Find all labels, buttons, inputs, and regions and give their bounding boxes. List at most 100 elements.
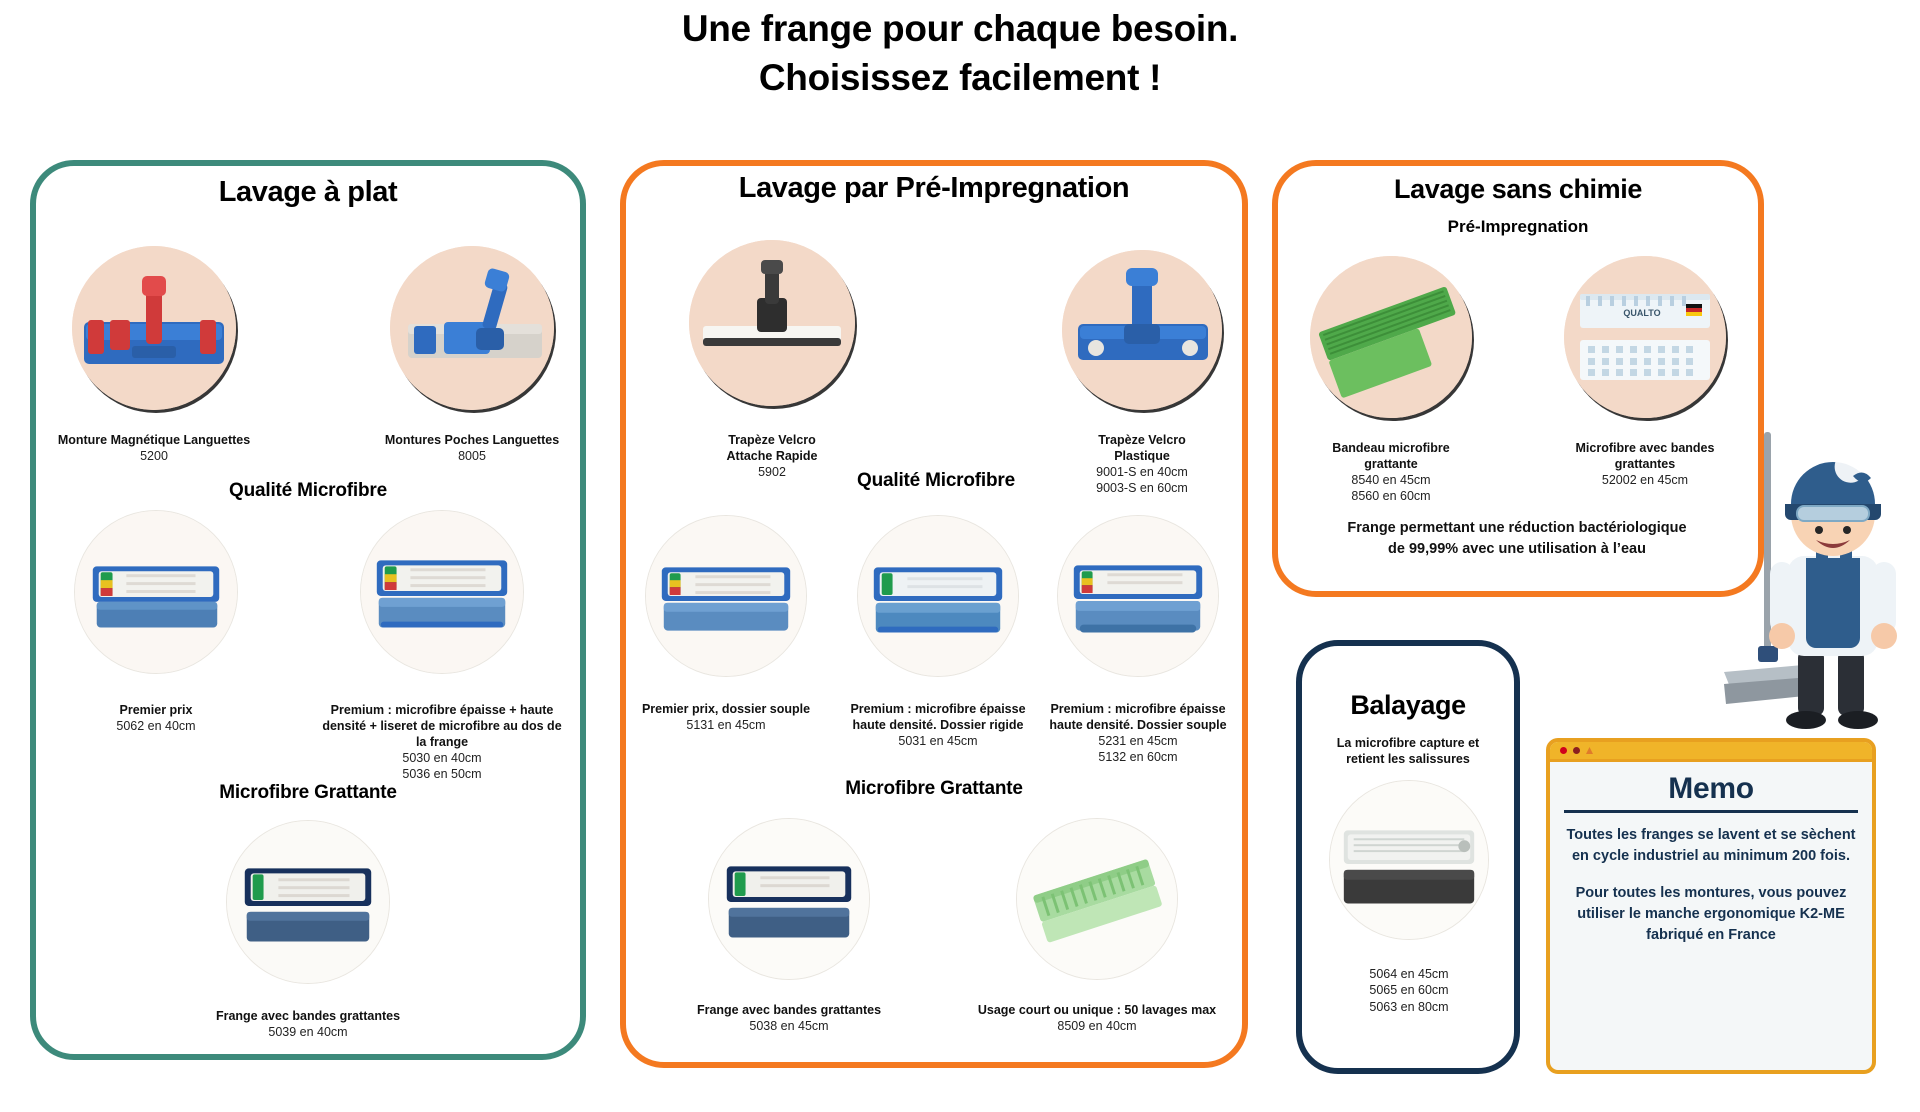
product-cell-bandeau-microfibre[interactable]: Bandeau microfibre grattante 8540 en 45c… — [1286, 256, 1496, 505]
product-code-alt: 8560 en 60cm — [1351, 489, 1431, 504]
product-code-alt: 5036 en 50cm — [402, 767, 482, 782]
section-pre-grattante-wrap: Microfibre Grattante — [620, 778, 1248, 800]
panel-nochem-heading-wrap: Lavage sans chimie Pré-Impregnation — [1272, 174, 1764, 237]
panel-balayage-heading: Balayage — [1350, 690, 1466, 720]
product-code-alt: 9003-S en 60cm — [1096, 481, 1188, 496]
section-flat-qualite-microfibre-wrap: Qualité Microfibre — [30, 480, 586, 502]
page-title: Une frange pour chaque besoin. Choisisse… — [0, 4, 1920, 102]
section-flat-qualite-microfibre: Qualité Microfibre — [229, 480, 387, 501]
product-name: Premier prix, dossier souple — [641, 702, 811, 716]
product-photo-frange-grattante-pre — [708, 818, 870, 980]
product-code: 5200 — [140, 449, 168, 463]
product-cell-usage-court-pre[interactable]: Usage court ou unique : 50 lavages max 8… — [968, 818, 1226, 1034]
product-cell-premium-flat[interactable]: Premium : microfibre épaisse + haute den… — [320, 510, 564, 783]
product-code: 5039 en 40cm — [268, 1025, 348, 1039]
title-line-1: Une frange pour chaque besoin. — [681, 8, 1239, 49]
product-code: 5038 en 45cm — [749, 1019, 829, 1033]
product-photo-montures-poches — [390, 246, 554, 410]
product-cell-premium-rigide-pre[interactable]: Premium : microfibre épaisse haute densi… — [846, 515, 1030, 749]
memo-triangle-icon — [1586, 747, 1593, 754]
product-name: Trapèze Velcro Plastique — [1098, 433, 1186, 463]
memo-paragraph-1: Toutes les franges se lavent et se sèche… — [1566, 827, 1856, 865]
product-name: Montures Poches Languettes — [384, 433, 560, 447]
product-code-alt: 5065 en 60cm — [1369, 983, 1449, 998]
product-name: Premium : microfibre épaisse haute densi… — [1049, 702, 1227, 732]
product-cell-frange-grattante-pre[interactable]: Frange avec bandes grattantes 5038 en 45… — [684, 818, 894, 1034]
product-cell-premium-souple-pre[interactable]: Premium : microfibre épaisse haute densi… — [1046, 515, 1230, 766]
product-cell-monture-magnetique[interactable]: Monture Magnétique Languettes 5200 — [54, 246, 254, 464]
product-code: 8005 — [458, 449, 486, 463]
panel-pre-heading-wrap: Lavage par Pré-Impregnation — [620, 172, 1248, 205]
panel-flat-heading: Lavage à plat — [218, 176, 398, 208]
product-photo-premier-prix-pre — [645, 515, 807, 677]
panel-flat-heading-wrap: Lavage à plat — [30, 176, 586, 209]
memo-divider — [1564, 810, 1858, 813]
product-code: 5231 en 45cm — [1098, 734, 1178, 748]
panel-pre-heading: Lavage par Pré-Impregnation — [738, 172, 1130, 204]
product-name: Premium : microfibre épaisse + haute den… — [322, 703, 562, 749]
product-code: 9001-S en 40cm — [1096, 465, 1188, 479]
product-code: 5064 en 45cm — [1369, 967, 1449, 981]
product-name: Monture Magnétique Languettes — [57, 433, 251, 447]
panel-nochem-heading: Lavage sans chimie — [1394, 174, 1642, 204]
product-photo-microfibre-bandes-grattantes: QUALTO — [1564, 256, 1726, 418]
product-cell-trapeze-attache-rapide[interactable]: Trapèze Velcro Attache Rapide 5902 — [672, 240, 872, 480]
product-name: Microfibre avec bandes grattantes — [1575, 441, 1715, 471]
title-line-2: Choisissez facilement ! — [758, 57, 1162, 99]
memo-body: Memo Toutes les franges se lavent et se … — [1550, 762, 1872, 960]
product-photo-premium-rigide-pre — [857, 515, 1019, 677]
product-cell-montures-poches[interactable]: Montures Poches Languettes 8005 — [372, 246, 572, 464]
product-photo-trapeze-plastique — [1062, 250, 1222, 410]
product-photo-usage-court-pre — [1016, 818, 1178, 980]
product-cell-microfibre-bandes-grattantes[interactable]: QUALTO — [1540, 256, 1750, 488]
product-photo-balayage — [1329, 780, 1489, 940]
product-name: Frange avec bandes grattantes — [215, 1009, 401, 1023]
product-photo-bandeau-microfibre — [1310, 256, 1472, 418]
nochem-note: Frange permettant une réduction bactério… — [1347, 520, 1687, 558]
product-name: Bandeau microfibre grattante — [1332, 441, 1450, 471]
product-code: 8540 en 45cm — [1351, 473, 1431, 487]
product-photo-premium-souple-pre — [1057, 515, 1219, 677]
memo-title: Memo — [1668, 772, 1754, 805]
product-name: Frange avec bandes grattantes — [696, 1003, 882, 1017]
product-code: 52002 en 45cm — [1601, 473, 1689, 487]
product-code-alt: 5132 en 60cm — [1098, 750, 1178, 765]
nochem-note-wrap: Frange permettant une réduction bactério… — [1286, 518, 1748, 560]
memo-dot-red — [1560, 747, 1567, 754]
product-name: Premier prix — [119, 703, 193, 717]
mop-illustration — [1694, 432, 1844, 732]
memo-card: Memo Toutes les franges se lavent et se … — [1546, 738, 1876, 1074]
product-name: Trapèze Velcro Attache Rapide — [726, 433, 818, 463]
mascot-worker — [1740, 438, 1920, 738]
product-name: Premium : microfibre épaisse haute densi… — [850, 702, 1026, 732]
product-code: 8509 en 40cm — [1057, 1019, 1137, 1033]
product-code: 5031 en 45cm — [898, 734, 978, 748]
product-cell-frange-grattante-flat[interactable]: Frange avec bandes grattantes 5039 en 40… — [208, 820, 408, 1040]
product-photo-trapeze-attache-rapide — [689, 240, 855, 406]
product-photo-monture-magnetique — [72, 246, 236, 410]
section-pre-qualite-microfibre-wrap: Qualité Microfibre — [786, 470, 1086, 492]
section-pre-qualite-microfibre: Qualité Microfibre — [857, 470, 1015, 491]
svg-text:QUALTO: QUALTO — [1623, 308, 1660, 318]
memo-paragraph-2: Pour toutes les montures, vous pouvez ut… — [1575, 885, 1847, 944]
product-name: Usage court ou unique : 50 lavages max — [977, 1003, 1217, 1017]
product-cell-balayage[interactable]: 5064 en 45cm 5065 en 60cm 5063 en 80cm — [1328, 780, 1490, 1015]
panel-nochem-subheading: Pré-Impregnation — [1447, 217, 1589, 236]
panel-balayage-heading-wrap: Balayage La microfibre capture et retien… — [1296, 690, 1520, 767]
section-flat-microfibre-grattante: Microfibre Grattante — [219, 782, 397, 803]
product-cell-trapeze-plastique[interactable]: Trapèze Velcro Plastique 9001-S en 40cm … — [1042, 250, 1242, 497]
section-pre-microfibre-grattante: Microfibre Grattante — [845, 778, 1023, 799]
memo-dot-dark — [1573, 747, 1580, 754]
product-code: 5062 en 40cm — [116, 719, 196, 733]
product-code-alt2: 5063 en 80cm — [1369, 999, 1449, 1014]
product-code: 5902 — [758, 465, 786, 479]
section-flat-grattante-wrap: Microfibre Grattante — [30, 782, 586, 804]
product-cell-premier-prix-flat[interactable]: Premier prix 5062 en 40cm — [56, 510, 256, 734]
product-photo-frange-grattante-flat — [226, 820, 390, 984]
product-code: 5030 en 40cm — [402, 751, 482, 765]
product-photo-premier-prix-flat — [74, 510, 238, 674]
panel-balayage-subheading: La microfibre capture et retient les sal… — [1336, 736, 1480, 766]
product-cell-premier-prix-pre[interactable]: Premier prix, dossier souple 5131 en 45c… — [626, 515, 826, 733]
memo-titlebar — [1550, 742, 1872, 762]
product-code: 5131 en 45cm — [686, 718, 766, 732]
